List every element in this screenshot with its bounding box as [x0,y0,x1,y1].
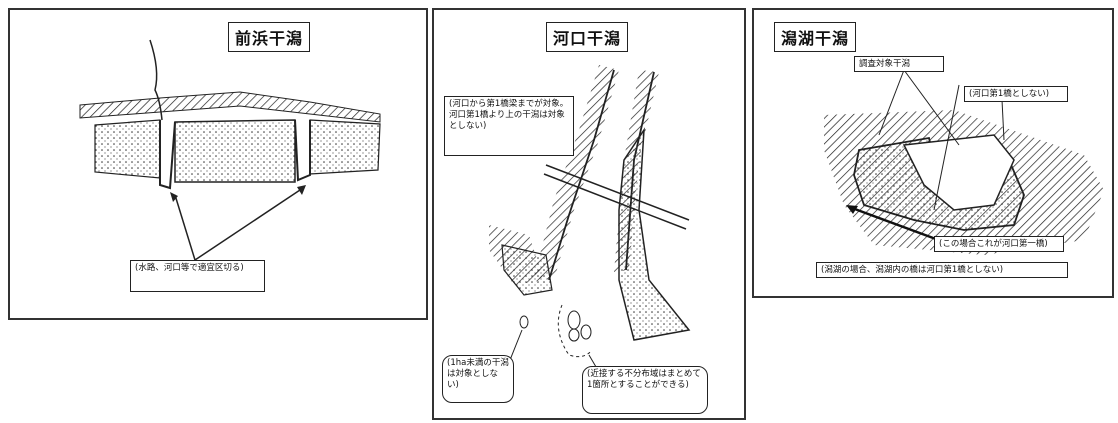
estuary-diagram [489,65,691,373]
note-channel-division: (水路、河口等で適宜区切る) [130,260,265,292]
note-lagoon-bridges: (潟湖の場合、潟湖内の橋は河口第1橋としない) [816,262,1068,278]
note-under-1ha: (1ha未満の干潟は対象としない) [442,355,514,403]
panel-lagoon-tidal-flat: 潟湖干潟 調査対象干潟 (河口第1橋としない) (この場合これが河口第一橋) (… [752,8,1114,298]
note-first-bridge: (河口から第1橋梁までが対象。河口第1橋より上の干潟は対象としない) [444,96,574,156]
note-not-first-bridge: (河口第1橋としない) [964,86,1068,102]
panel-title: 河口干潟 [546,22,629,52]
lagoon-diagram [824,69,1104,255]
note-combine-nearby: (近接する不分布域はまとめて1箇所とすることができる) [582,366,708,414]
foreshore-diagram [79,39,381,261]
panel-foreshore-tidal-flat: 前浜干潟 (水路、河口等で適宜区切る) [8,8,428,320]
note-this-is-first-bridge: (この場合これが河口第一橋) [934,236,1064,252]
panel-title: 潟湖干潟 [774,22,857,52]
panel-title: 前浜干潟 [228,22,311,52]
note-survey-target: 調査対象干潟 [854,56,944,72]
panel-estuary-tidal-flat: 河口干潟 (河口から第1橋梁までが対象。河口第1橋より上の干潟は対象としない) … [432,8,746,420]
